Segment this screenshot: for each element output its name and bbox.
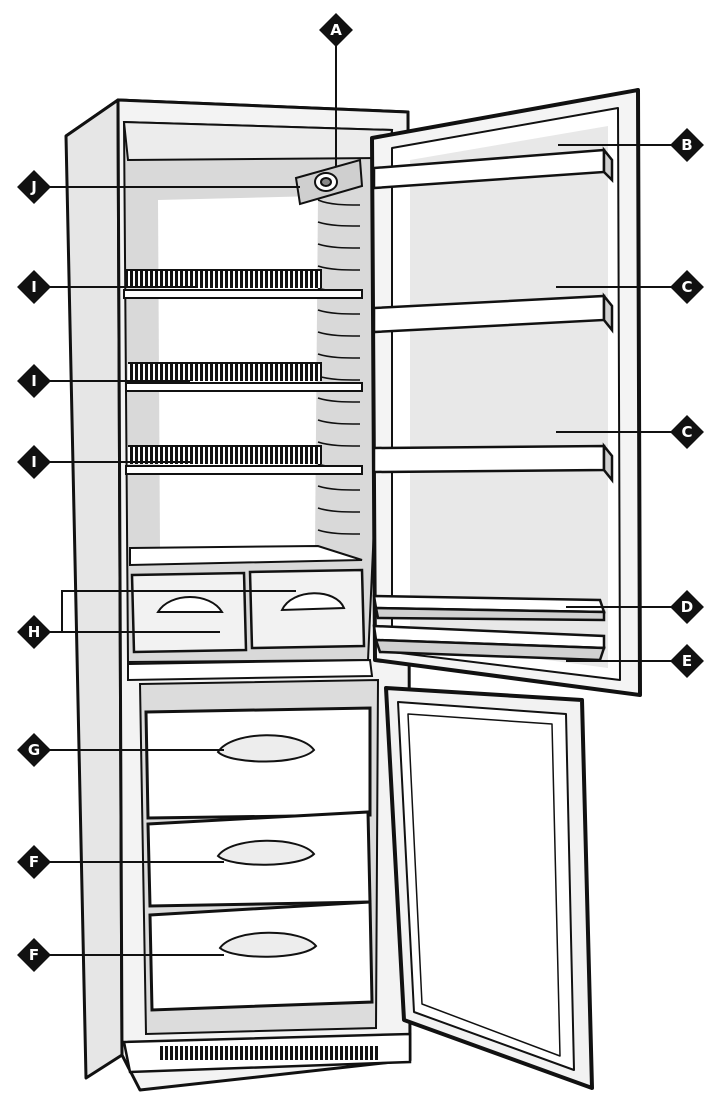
marker-F-1: F xyxy=(17,845,51,879)
marker-I-2: I xyxy=(17,364,51,398)
marker-label: F xyxy=(29,946,39,964)
marker-J: J xyxy=(17,170,51,204)
marker-C-2: C xyxy=(670,415,704,449)
wire-shelf-1 xyxy=(123,269,363,299)
marker-D: D xyxy=(670,590,704,624)
marker-label: E xyxy=(682,652,692,670)
base-vent-grille xyxy=(122,1032,412,1074)
wire-shelves xyxy=(123,269,363,475)
marker-label: A xyxy=(330,21,342,39)
thermostat xyxy=(294,158,364,206)
cabinet-left-side xyxy=(64,98,124,1080)
marker-F-2: F xyxy=(17,938,51,972)
door-rack-top xyxy=(372,146,614,190)
marker-label: G xyxy=(28,741,40,759)
marker-label: D xyxy=(681,598,693,616)
marker-label: J xyxy=(30,178,37,196)
compartment-divider xyxy=(127,658,374,682)
freezer-drawer-middle xyxy=(146,810,372,908)
freezer-drawer-bottom xyxy=(148,900,374,1012)
wire-shelf-2 xyxy=(125,362,363,392)
marker-B: B xyxy=(670,128,704,162)
door-bottle-rail xyxy=(372,594,606,622)
crisper-cover-shelf xyxy=(129,544,363,567)
marker-label: I xyxy=(31,278,37,296)
freezer-drawer-top xyxy=(144,706,372,820)
freezer-drawers xyxy=(144,706,374,1012)
callout-lines xyxy=(45,45,680,956)
marker-A: A xyxy=(319,13,353,47)
marker-G: G xyxy=(17,733,51,767)
door-rack-middle xyxy=(372,292,614,334)
marker-I-3: I xyxy=(17,445,51,479)
wire-shelf-3 xyxy=(125,445,363,475)
door-bottle-shelf xyxy=(372,624,606,662)
door-rack-lower xyxy=(372,442,614,484)
marker-I-1: I xyxy=(17,270,51,304)
marker-label: H xyxy=(28,623,41,641)
marker-label: I xyxy=(31,372,37,390)
freezer-door xyxy=(384,686,594,1090)
marker-C-1: C xyxy=(670,270,704,304)
marker-label: I xyxy=(31,453,37,471)
fridge-door xyxy=(370,88,642,697)
marker-label: F xyxy=(29,853,39,871)
marker-label: C xyxy=(681,423,692,441)
marker-E: E xyxy=(670,644,704,678)
door-racks xyxy=(372,146,614,662)
marker-H: H xyxy=(17,615,51,649)
marker-label: C xyxy=(681,278,692,296)
marker-label: B xyxy=(681,136,692,154)
